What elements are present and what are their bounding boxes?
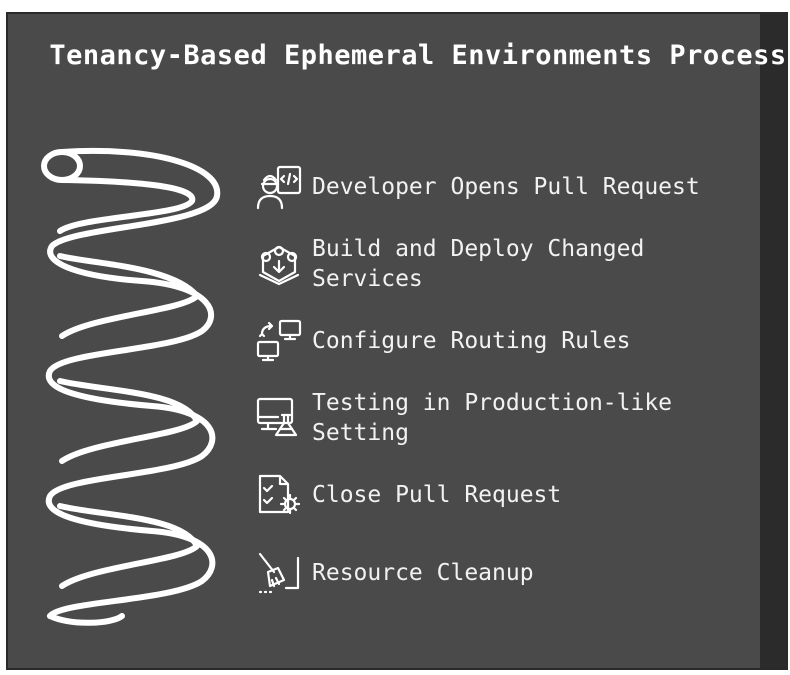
step-testing: Testing in Production-like Setting (254, 388, 752, 448)
step-close-pr: Close Pull Request (254, 470, 752, 520)
step-label: Resource Cleanup (312, 560, 534, 586)
build-deploy-icon (254, 239, 312, 289)
routing-monitors-icon (254, 316, 312, 366)
step-configure-routing: Configure Routing Rules (254, 316, 752, 366)
checklist-gear-icon (254, 470, 312, 520)
step-resource-cleanup: Resource Cleanup (254, 548, 752, 598)
monitor-flask-icon (254, 393, 312, 443)
diagram-panel: Tenancy-Based Ephemeral Environments Pro… (6, 12, 788, 670)
step-label: Close Pull Request (312, 482, 562, 508)
step-developer-opens-pr: Developer Opens Pull Request (254, 162, 752, 212)
diagram-title: Tenancy-Based Ephemeral Environments Pro… (49, 40, 787, 71)
step-label: Configure Routing Rules (312, 328, 631, 354)
developer-code-icon (254, 162, 312, 212)
step-label: Build and Deploy Changed Services (312, 236, 645, 292)
step-label: Developer Opens Pull Request (312, 174, 700, 200)
broom-icon (254, 548, 312, 598)
step-label: Testing in Production-like Setting (312, 390, 673, 446)
side-strip (760, 14, 786, 668)
step-build-deploy: Build and Deploy Changed Services (254, 234, 752, 294)
spring-coil-icon (41, 147, 221, 626)
